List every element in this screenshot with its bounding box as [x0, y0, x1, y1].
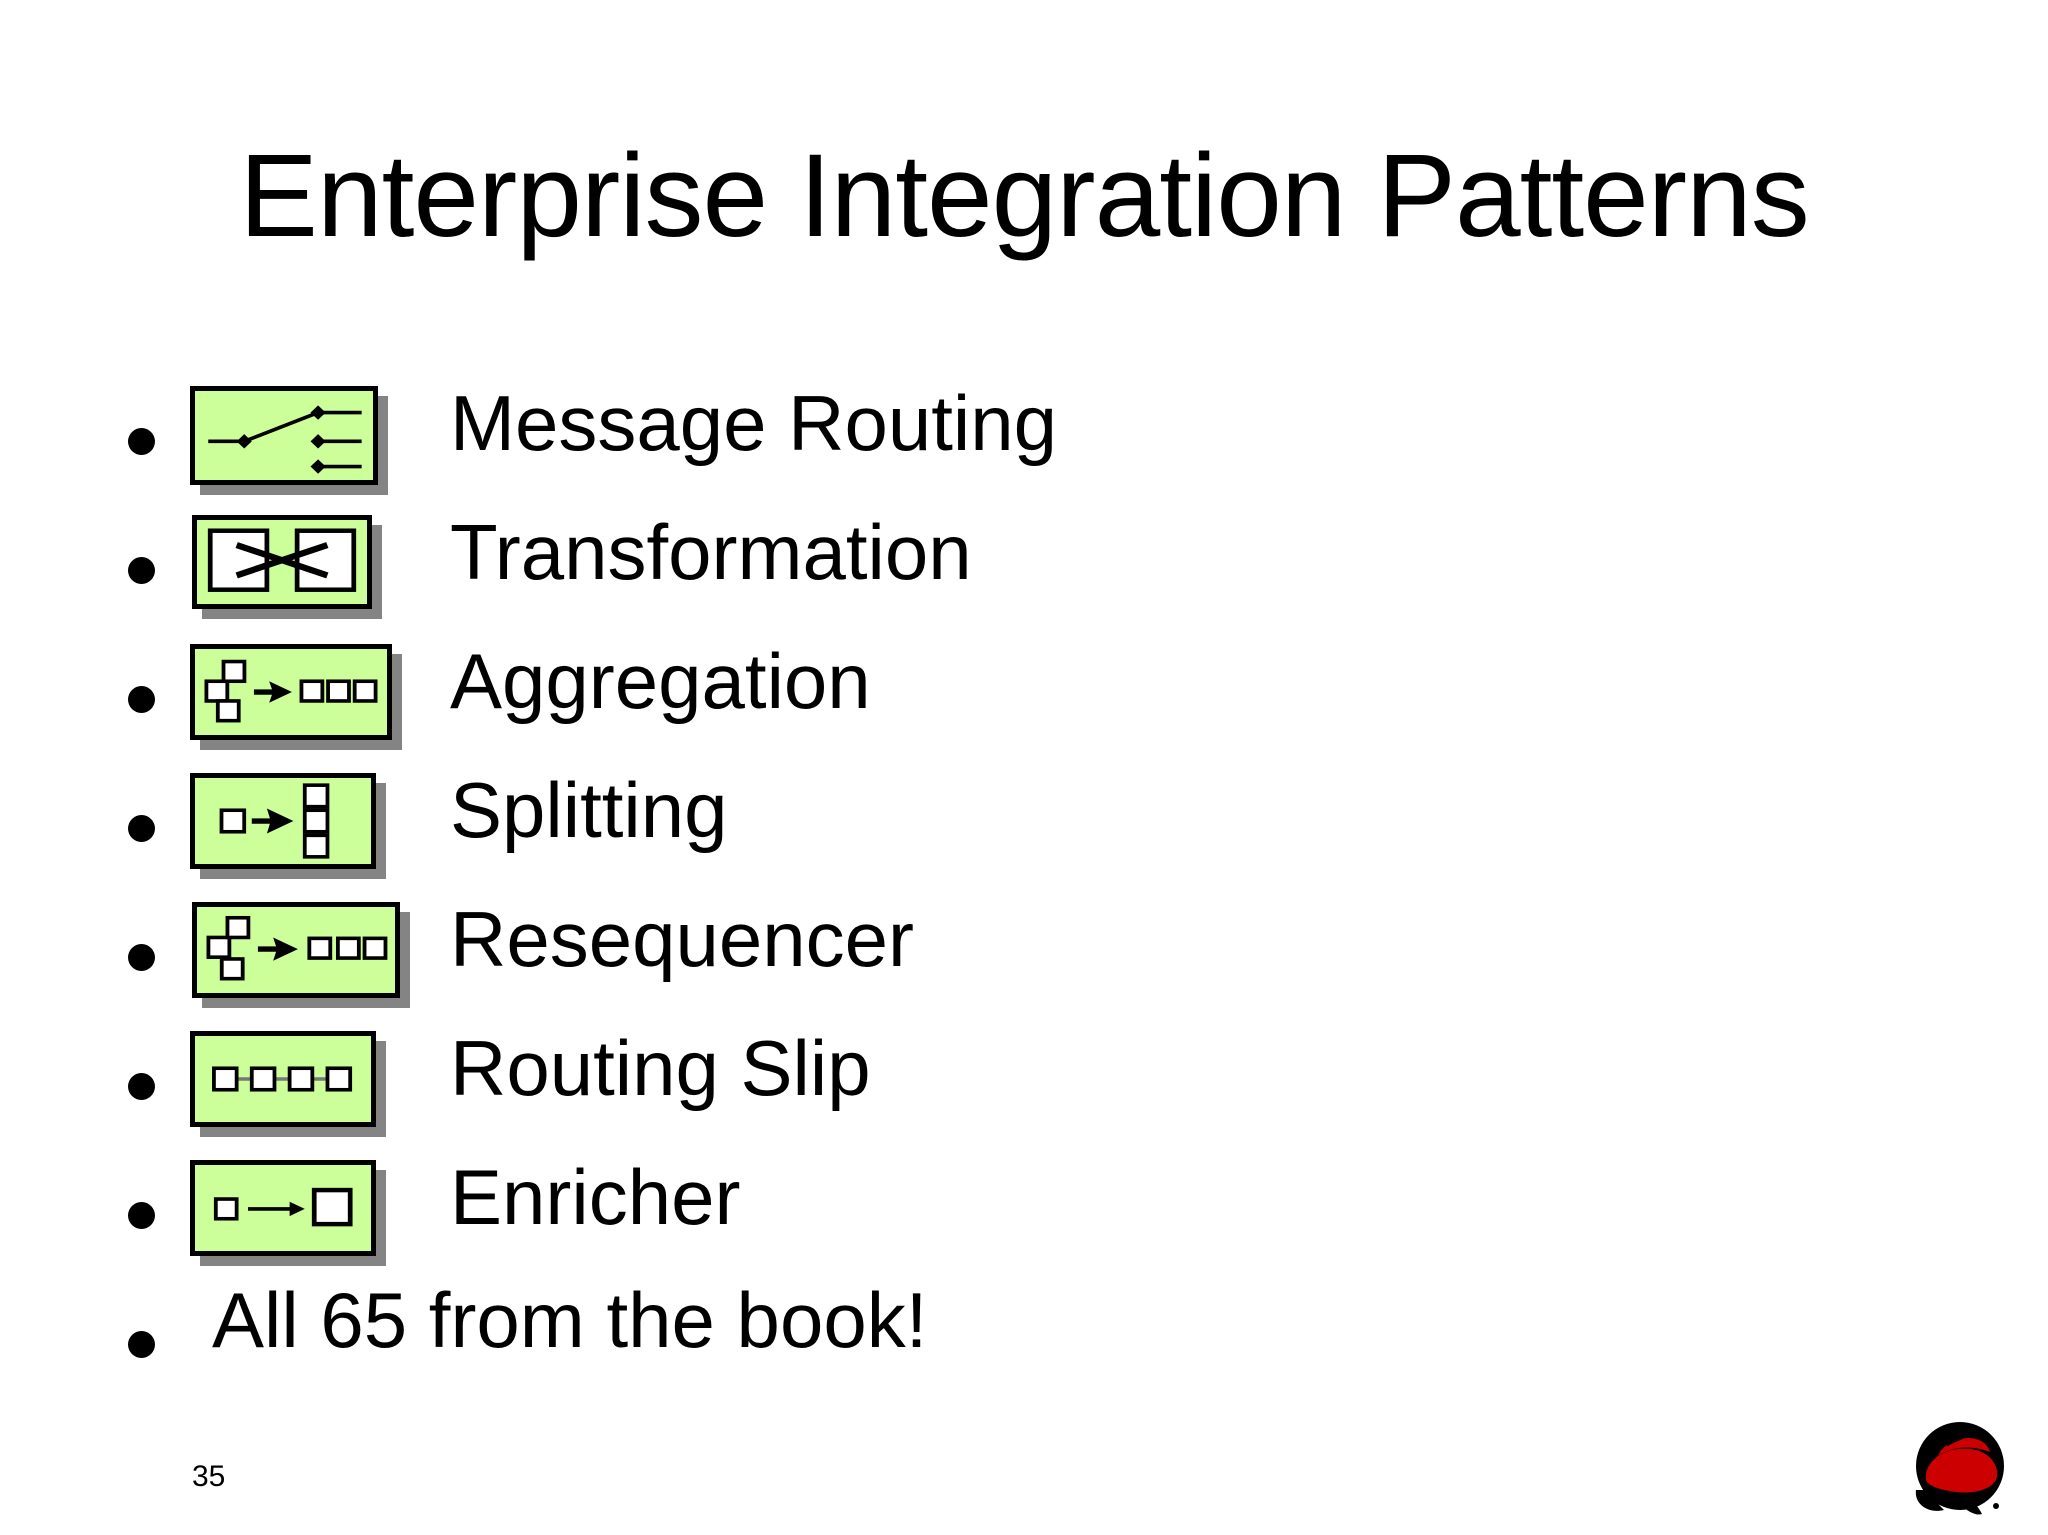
red-hat-shadowman-logo: [1908, 1418, 2020, 1522]
bullet-list: Message Routing Transformation: [0, 378, 2048, 1401]
list-item-label: All 65 from the book!: [212, 1276, 928, 1364]
list-item-label: Splitting: [450, 766, 728, 854]
list-item: Aggregation: [0, 636, 2048, 765]
bullet-dot-icon: [128, 1331, 155, 1358]
list-item: Message Routing: [0, 378, 2048, 507]
bullet-dot-icon: [128, 428, 155, 455]
list-item-label: Aggregation: [450, 637, 871, 725]
list-item-label: Resequencer: [450, 895, 914, 983]
bullet-dot-icon: [128, 815, 155, 842]
list-item: Resequencer: [0, 894, 2048, 1023]
page-number: 35: [192, 1460, 226, 1493]
aggregation-icon: [190, 644, 392, 740]
list-item: Transformation: [0, 507, 2048, 636]
bullet-dot-icon: [128, 1202, 155, 1229]
bullet-dot-icon: [128, 944, 155, 971]
routing-slip-icon: [190, 1031, 376, 1127]
message-routing-icon: [190, 386, 378, 485]
page-title: Enterprise Integration Patterns: [239, 130, 1809, 263]
list-item: All 65 from the book!: [0, 1281, 2048, 1401]
list-item-label: Transformation: [450, 508, 972, 596]
list-item-label: Routing Slip: [450, 1024, 871, 1112]
splitting-icon: [190, 773, 376, 869]
list-item-label: Enricher: [450, 1153, 741, 1241]
transformation-icon: [192, 515, 372, 609]
enricher-icon: [190, 1160, 376, 1256]
bullet-dot-icon: [128, 1073, 155, 1100]
resequencer-icon: [192, 902, 400, 998]
list-item: Splitting: [0, 765, 2048, 894]
bullet-dot-icon: [128, 557, 155, 584]
bullet-dot-icon: [128, 686, 155, 713]
list-item: Enricher: [0, 1152, 2048, 1281]
list-item-label: Message Routing: [450, 379, 1058, 467]
list-item: Routing Slip: [0, 1023, 2048, 1152]
